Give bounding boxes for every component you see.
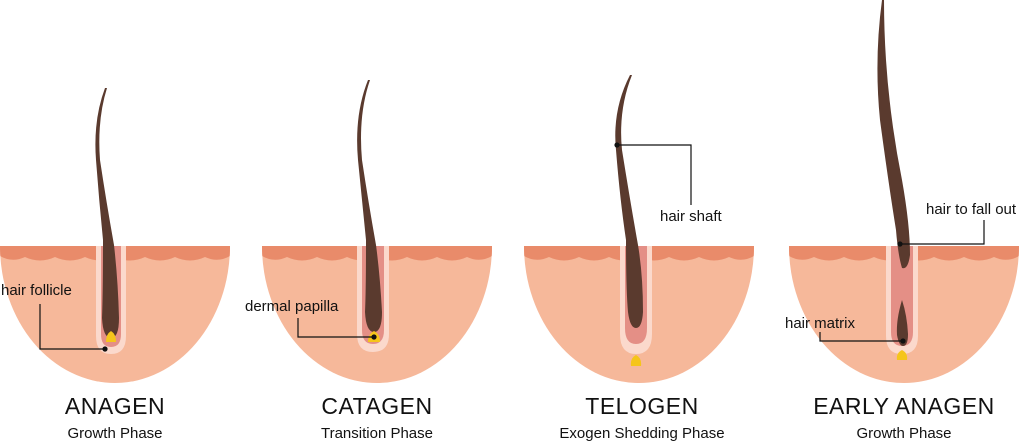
- dermal-papilla-dot: [371, 334, 377, 340]
- hair-matrix-leader: [819, 332, 903, 342]
- early-anagen-illustration: [789, 0, 1019, 383]
- phase-subtitle-telogen: Exogen Shedding Phase: [559, 425, 725, 442]
- hair-matrix-dot: [900, 338, 906, 344]
- label-dermal-papilla: dermal papilla: [245, 298, 339, 315]
- hair-strand: [95, 88, 119, 338]
- follicle-inner: [891, 246, 913, 346]
- hair-follicle-dot: [102, 346, 108, 352]
- hair-strand: [615, 75, 643, 328]
- hair-shaft-leader: [617, 144, 692, 205]
- phase-title-early-anagen: EARLY ANAGEN: [813, 393, 995, 419]
- label-hair-follicle: hair follicle: [1, 282, 72, 299]
- label-hair-matrix: hair matrix: [785, 315, 856, 332]
- dermal-papilla: [106, 331, 116, 342]
- old-hair-strand: [877, 0, 910, 269]
- phase-subtitle-anagen: Growth Phase: [67, 425, 163, 442]
- dermal-papilla-leader: [297, 318, 374, 338]
- label-hair-to-fall-out: hair to fall out: [926, 201, 1017, 218]
- telogen-illustration: [524, 75, 754, 383]
- dermal-papilla: [630, 355, 642, 366]
- phase-title-anagen: ANAGEN: [64, 393, 166, 419]
- anagen-illustration: [0, 88, 230, 383]
- hair-to-fall-out-dot: [897, 241, 903, 247]
- hair-to-fall-out-leader: [900, 220, 985, 245]
- phase-title-catagen: CATAGEN: [321, 393, 433, 419]
- new-hair-strand: [896, 300, 908, 346]
- phase-subtitle-catagen: Transition Phase: [320, 425, 433, 442]
- phase-title-telogen: TELOGEN: [585, 393, 699, 419]
- hair-shaft-dot: [614, 142, 620, 148]
- phase-subtitle-early-anagen: Growth Phase: [856, 425, 952, 442]
- dermal-papilla: [896, 350, 908, 360]
- label-hair-shaft: hair shaft: [660, 208, 722, 225]
- catagen-illustration: [262, 80, 492, 383]
- hair-follicle-leader: [39, 304, 105, 350]
- hair-strand: [357, 80, 382, 332]
